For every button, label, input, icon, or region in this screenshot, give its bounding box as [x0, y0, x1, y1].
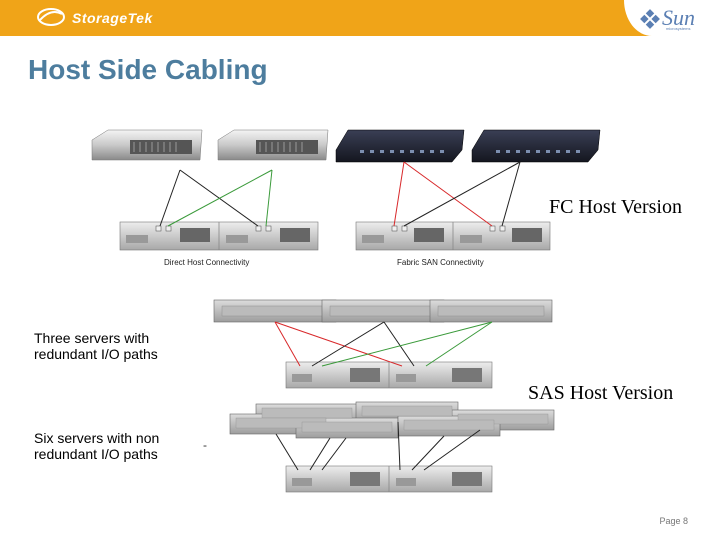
six-servers-caption: Six servers with non redundant I/O paths — [34, 430, 159, 462]
direct-host-connectivity-label: Direct Host Connectivity — [164, 258, 250, 267]
fc-fabric-array — [355, 221, 551, 251]
header-right-panel: Sun microsystems — [624, 0, 720, 36]
page-number: Page 8 — [659, 516, 688, 526]
fc-fabric-cables — [393, 161, 521, 227]
sun-diamond-icon — [640, 9, 660, 29]
sas-nonredundant-cables — [275, 421, 481, 471]
storagetek-swirl-icon — [37, 8, 65, 26]
sas-server-2 — [321, 299, 445, 323]
sas-array-nonredundant — [285, 465, 493, 493]
fc-host-server-2 — [217, 129, 329, 161]
sas-six-servers — [229, 401, 555, 439]
sas-host-version-label: SAS Host Version — [526, 382, 676, 405]
sas-server-3 — [429, 299, 553, 323]
sas-server-1 — [213, 299, 337, 323]
three-servers-caption: Three servers with redundant I/O paths — [34, 330, 158, 362]
sun-submark: microsystems — [666, 26, 691, 31]
sun-wordmark: Sun — [662, 5, 695, 30]
fc-host-server-1 — [91, 129, 203, 161]
sun-logo: Sun microsystems — [640, 5, 706, 33]
fabric-switch-2 — [471, 129, 601, 163]
storagetek-logo: StorageTek — [36, 6, 216, 30]
fabric-switch-1 — [335, 129, 465, 163]
six-servers-line-1: Six servers with non — [34, 430, 160, 446]
fc-direct-array — [119, 221, 319, 251]
six-servers-line-2: redundant I/O paths — [34, 446, 158, 462]
header-bar: StorageTek Sun microsystems — [0, 0, 720, 36]
fc-direct-cables — [159, 169, 273, 227]
sas-redundant-cables — [274, 321, 493, 367]
fabric-san-connectivity-label: Fabric SAN Connectivity — [397, 258, 484, 267]
storagetek-wordmark: StorageTek — [72, 10, 153, 26]
three-servers-line-2: redundant I/O paths — [34, 346, 158, 362]
page-title: Host Side Cabling — [28, 54, 268, 85]
dash-mark: - — [203, 438, 207, 452]
fc-host-version-label: FC Host Version — [547, 196, 684, 219]
sas-array-redundant — [285, 361, 493, 389]
three-servers-line-1: Three servers with — [34, 330, 150, 346]
